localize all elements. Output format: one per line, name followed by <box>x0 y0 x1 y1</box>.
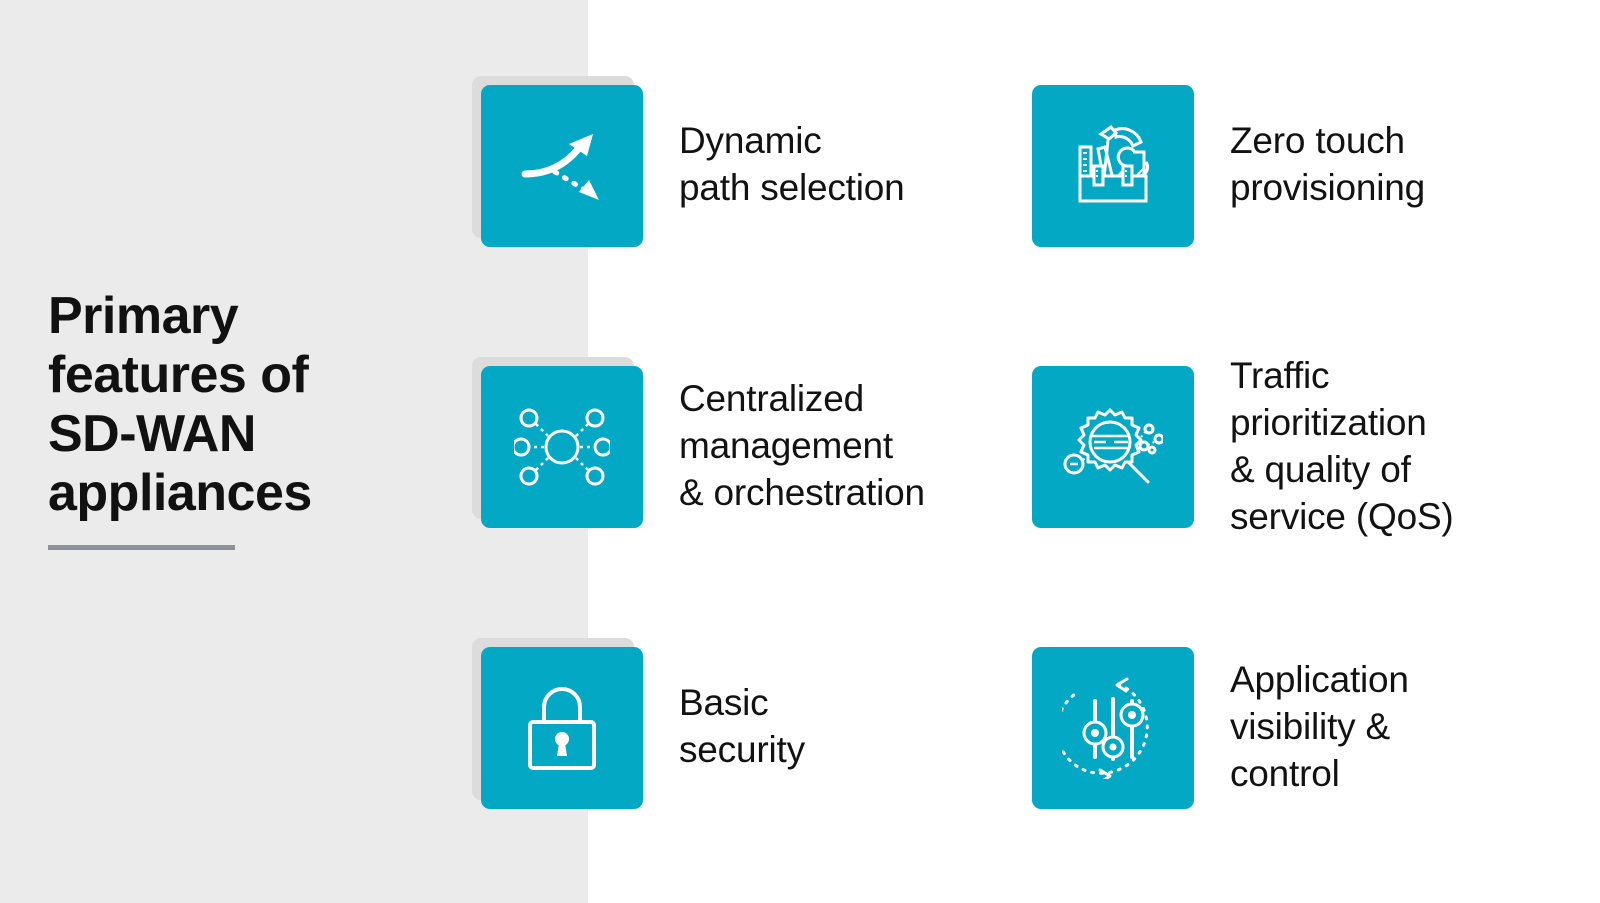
tile-surface <box>1032 85 1194 247</box>
feature-tile <box>1032 85 1194 247</box>
page-title: Primary features of SD-WAN appliances <box>48 287 312 522</box>
hub-and-spoke-network-icon <box>514 404 610 490</box>
gear-magnifier-icon <box>1063 402 1163 492</box>
tile-surface <box>1032 647 1194 809</box>
feature-tile <box>472 357 643 528</box>
feature-label: Traffic prioritization & quality of serv… <box>1230 355 1454 537</box>
sliders-loop-icon <box>1062 677 1164 779</box>
tile-surface <box>1032 366 1194 528</box>
feature-item-dynamic-path-selection[interactable]: Dynamic path selection <box>472 76 905 247</box>
feature-label: Centralized management & orchestration <box>679 378 925 513</box>
feature-tile <box>472 638 643 809</box>
feature-item-traffic-prioritization-qos[interactable]: Traffic prioritization & quality of serv… <box>1032 355 1454 540</box>
page-title-block: Primary features of SD-WAN appliances <box>48 287 378 523</box>
title-underline-rule <box>48 545 235 550</box>
feature-tile <box>472 76 643 247</box>
feature-label: Dynamic path selection <box>679 120 905 208</box>
tile-surface <box>481 647 643 809</box>
padlock-icon <box>524 686 600 770</box>
feature-label: Zero touch provisioning <box>1230 120 1426 208</box>
feature-tile <box>1032 647 1194 809</box>
feature-item-zero-touch-provisioning[interactable]: Zero touch provisioning <box>1032 85 1425 247</box>
tile-surface <box>481 85 643 247</box>
feature-label: Application visibility & control <box>1230 659 1409 794</box>
feature-tile <box>1032 366 1194 528</box>
feature-item-application-visibility-control[interactable]: Application visibility & control <box>1032 647 1409 809</box>
feature-item-basic-security[interactable]: Basic security <box>472 638 805 809</box>
toolbox-icon <box>1067 120 1159 212</box>
branching-arrows-icon <box>519 130 605 202</box>
tile-surface <box>481 366 643 528</box>
feature-item-centralized-management-orchestration[interactable]: Centralized management & orchestration <box>472 357 925 528</box>
feature-label: Basic security <box>679 682 805 770</box>
